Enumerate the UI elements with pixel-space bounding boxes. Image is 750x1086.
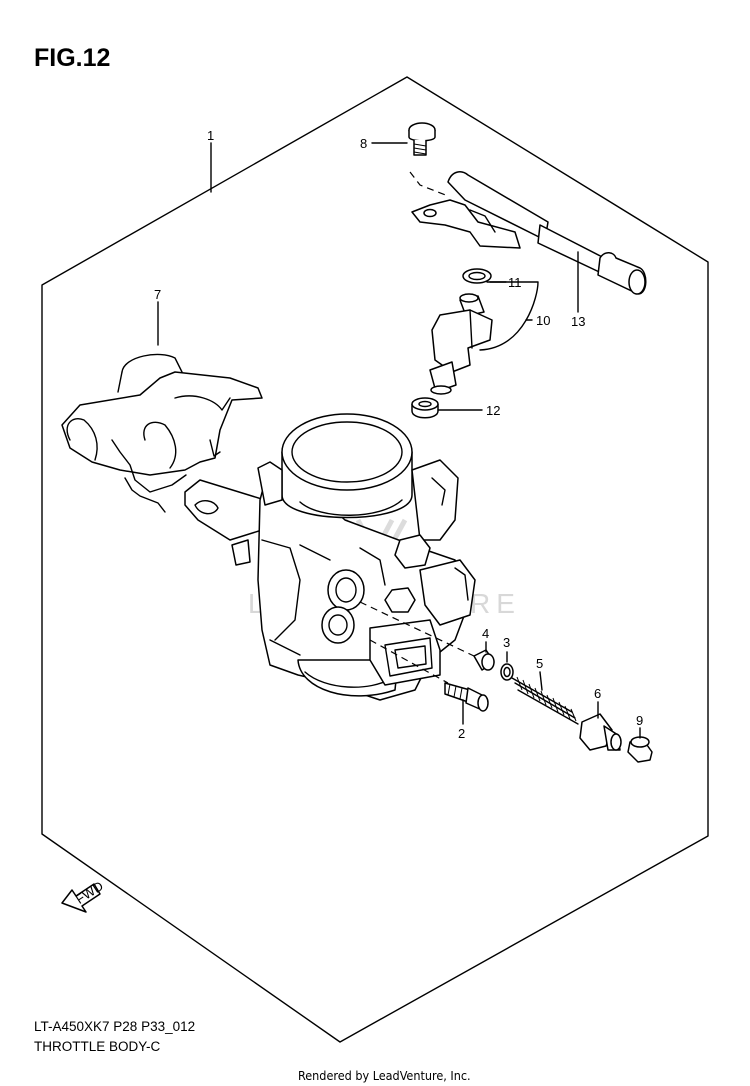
callout-4: 4 [482, 626, 489, 641]
part-3-o-ring [500, 663, 514, 681]
callout-11: 11 [508, 275, 522, 290]
rendered-by-credit: Rendered by LeadVenture, Inc. [298, 1068, 471, 1083]
part-10-injector [429, 293, 493, 395]
fwd-arrow-icon: FWD [61, 878, 106, 913]
callout-5: 5 [536, 656, 543, 671]
part-9-cap [627, 736, 653, 763]
callout-6: 6 [594, 686, 601, 701]
throttle-body [184, 413, 476, 701]
part-12-seal [411, 397, 439, 419]
part-4-plug [473, 649, 495, 671]
part-5-spring [511, 676, 579, 725]
callout-8: 8 [360, 136, 367, 151]
part-11-o-ring [462, 268, 492, 284]
part-7-bracket [61, 353, 263, 513]
callout-12: 12 [486, 403, 500, 418]
part-6-fitting [579, 713, 622, 751]
callout-3: 3 [503, 635, 510, 650]
callout-7: 7 [154, 287, 161, 302]
assembly-name: THROTTLE BODY-C [34, 1039, 161, 1054]
callout-13: 13 [571, 314, 585, 329]
callout-labels: 1 2 3 4 5 6 7 8 9 10 11 12 13 [154, 128, 643, 741]
model-code: LT-A450XK7 P28 P33_012 [34, 1019, 196, 1034]
part-2-adjust-screw [444, 682, 489, 712]
callout-2: 2 [458, 726, 465, 741]
part-8-screw [408, 122, 436, 156]
leader-lines [157, 142, 641, 739]
callout-10: 10 [536, 313, 550, 328]
callout-1: 1 [207, 128, 214, 143]
assembly-boundary [41, 76, 709, 1043]
fwd-label: FWD [73, 878, 106, 907]
part-13-delivery-pipe [411, 171, 647, 295]
figure-title: FIG.12 [34, 44, 111, 72]
callout-9: 9 [636, 713, 643, 728]
